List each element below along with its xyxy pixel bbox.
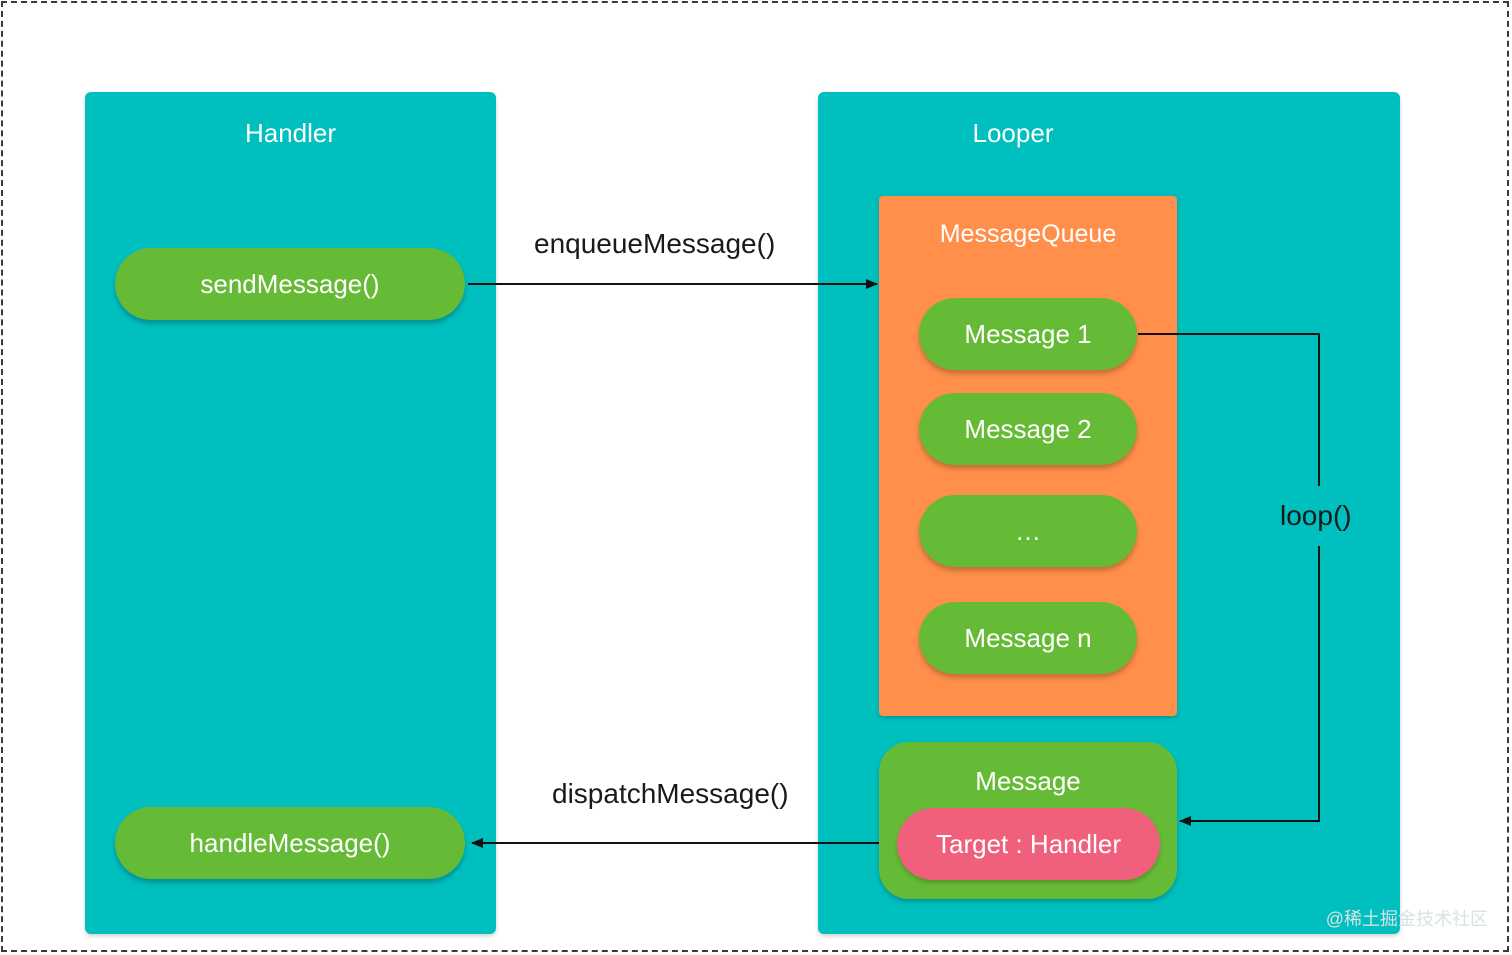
dispatch-message-label: dispatchMessage(): [552, 778, 789, 809]
target-handler-node: Target : Handler: [897, 808, 1160, 880]
message-queue-title: MessageQueue: [939, 220, 1117, 248]
enqueue-message-label: enqueueMessage(): [534, 228, 776, 259]
message-queue-box: MessageQueue Message 1 Message 2 … Messa…: [879, 196, 1177, 716]
watermark: @稀土掘金技术社区: [1325, 909, 1488, 929]
handler-panel: Handler sendMessage() handleMessage(): [85, 92, 496, 934]
queue-message-item: Message 2: [919, 393, 1137, 465]
handle-message-node: handleMessage(): [115, 807, 465, 879]
loop-arrow-top: [1138, 333, 1320, 486]
handler-title: Handler: [244, 118, 337, 148]
current-message-box: Message Target : Handler: [879, 742, 1177, 899]
queue-message-item: …: [919, 495, 1137, 567]
current-message-title: Message: [975, 766, 1081, 796]
loop-arrow-bottom: [1179, 546, 1320, 826]
looper-title: Looper: [972, 118, 1054, 148]
queue-message-item: Message n: [919, 602, 1137, 674]
queue-message-item: Message 1: [919, 298, 1137, 370]
send-message-node: sendMessage(): [115, 248, 465, 320]
loop-label: loop(): [1280, 500, 1352, 531]
